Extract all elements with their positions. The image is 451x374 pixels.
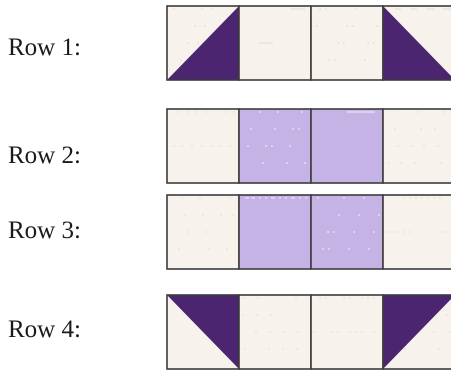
dark-triangle [383, 6, 451, 80]
row-label-2: Row 2: [8, 142, 81, 169]
quilt-block-plain-light [166, 108, 240, 184]
quilt-row-4 [166, 294, 451, 370]
quilt-block-plain-light [310, 294, 384, 370]
row-label-1: Row 1: [8, 34, 81, 61]
quilt-block-hst-lower-right-dark [166, 5, 240, 81]
dark-triangle [167, 6, 239, 80]
quilt-block-plain-light [238, 294, 312, 370]
quilt-block-hst-upper-left-dark [166, 294, 240, 370]
quilt-block-plain-light [166, 194, 240, 270]
quilt-block-plain-light [310, 5, 384, 81]
dark-triangle [167, 295, 239, 369]
quilt-block-plain-lavender [310, 194, 384, 270]
quilt-block-hst-upper-right-dark [382, 294, 451, 370]
quilt-block-plain-lavender [238, 194, 312, 270]
quilt-row-1 [166, 5, 451, 81]
quilt-block-plain-light [382, 108, 451, 184]
quilt-block-plain-lavender [310, 108, 384, 184]
quilt-row-2 [166, 108, 451, 184]
quilt-block-plain-lavender [238, 108, 312, 184]
quilt-block-plain-light [238, 5, 312, 81]
quilt-row-3 [166, 194, 451, 270]
quilt-block-hst-lower-left-dark [382, 5, 451, 81]
row-label-3: Row 3: [8, 217, 81, 244]
quilt-block-plain-light [382, 194, 451, 270]
dark-triangle [383, 295, 451, 369]
row-label-4: Row 4: [8, 316, 81, 343]
